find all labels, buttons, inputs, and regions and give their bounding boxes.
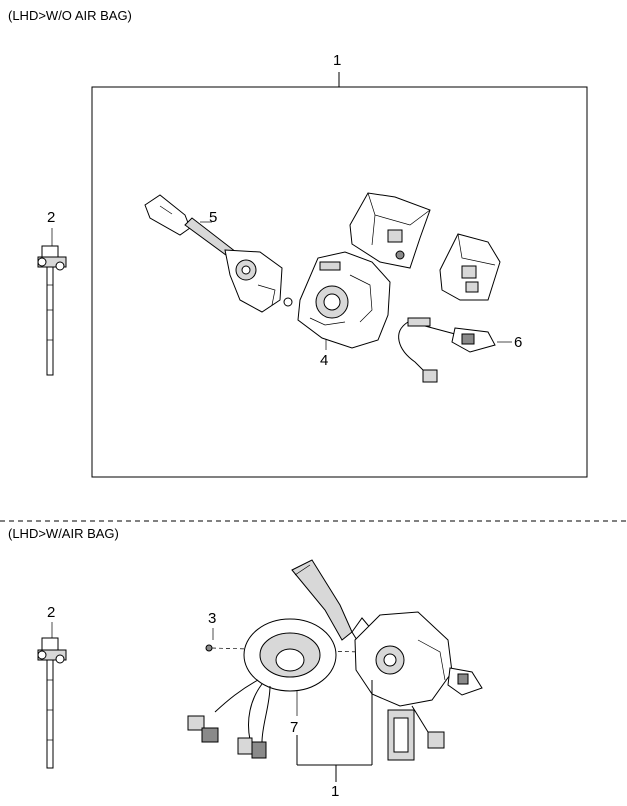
section-title-with-airbag: (LHD>W/AIR BAG) — [8, 526, 119, 541]
screw — [205, 628, 361, 653]
callout-clip-top: 2 — [47, 209, 56, 226]
clock-spring — [187, 618, 337, 759]
switch-housing-upper — [349, 192, 431, 269]
callout-lever: 5 — [209, 209, 218, 226]
combination-switch-airbag — [291, 559, 483, 761]
wiper-switch-lever — [398, 317, 512, 383]
callout-wiper-switch: 6 — [514, 334, 523, 351]
section-title-without-airbag: (LHD>W/O AIR BAG) — [8, 8, 132, 23]
callout-screw: 3 — [208, 610, 217, 627]
switch-module-side — [439, 233, 501, 301]
combination-switch-body — [297, 251, 391, 350]
assembly-bracket-bottom — [296, 680, 373, 782]
assembly-frame — [91, 72, 588, 478]
callout-clip-bottom: 2 — [47, 604, 56, 621]
callout-assembly-bottom: 1 — [331, 783, 340, 800]
wire-clip-top — [37, 228, 67, 376]
turn-signal-lever — [144, 194, 293, 313]
callout-assembly-top: 1 — [333, 52, 342, 69]
wire-clip-bottom — [37, 622, 67, 769]
callout-switch-body: 4 — [320, 352, 329, 369]
callout-clock-spring: 7 — [290, 719, 299, 736]
